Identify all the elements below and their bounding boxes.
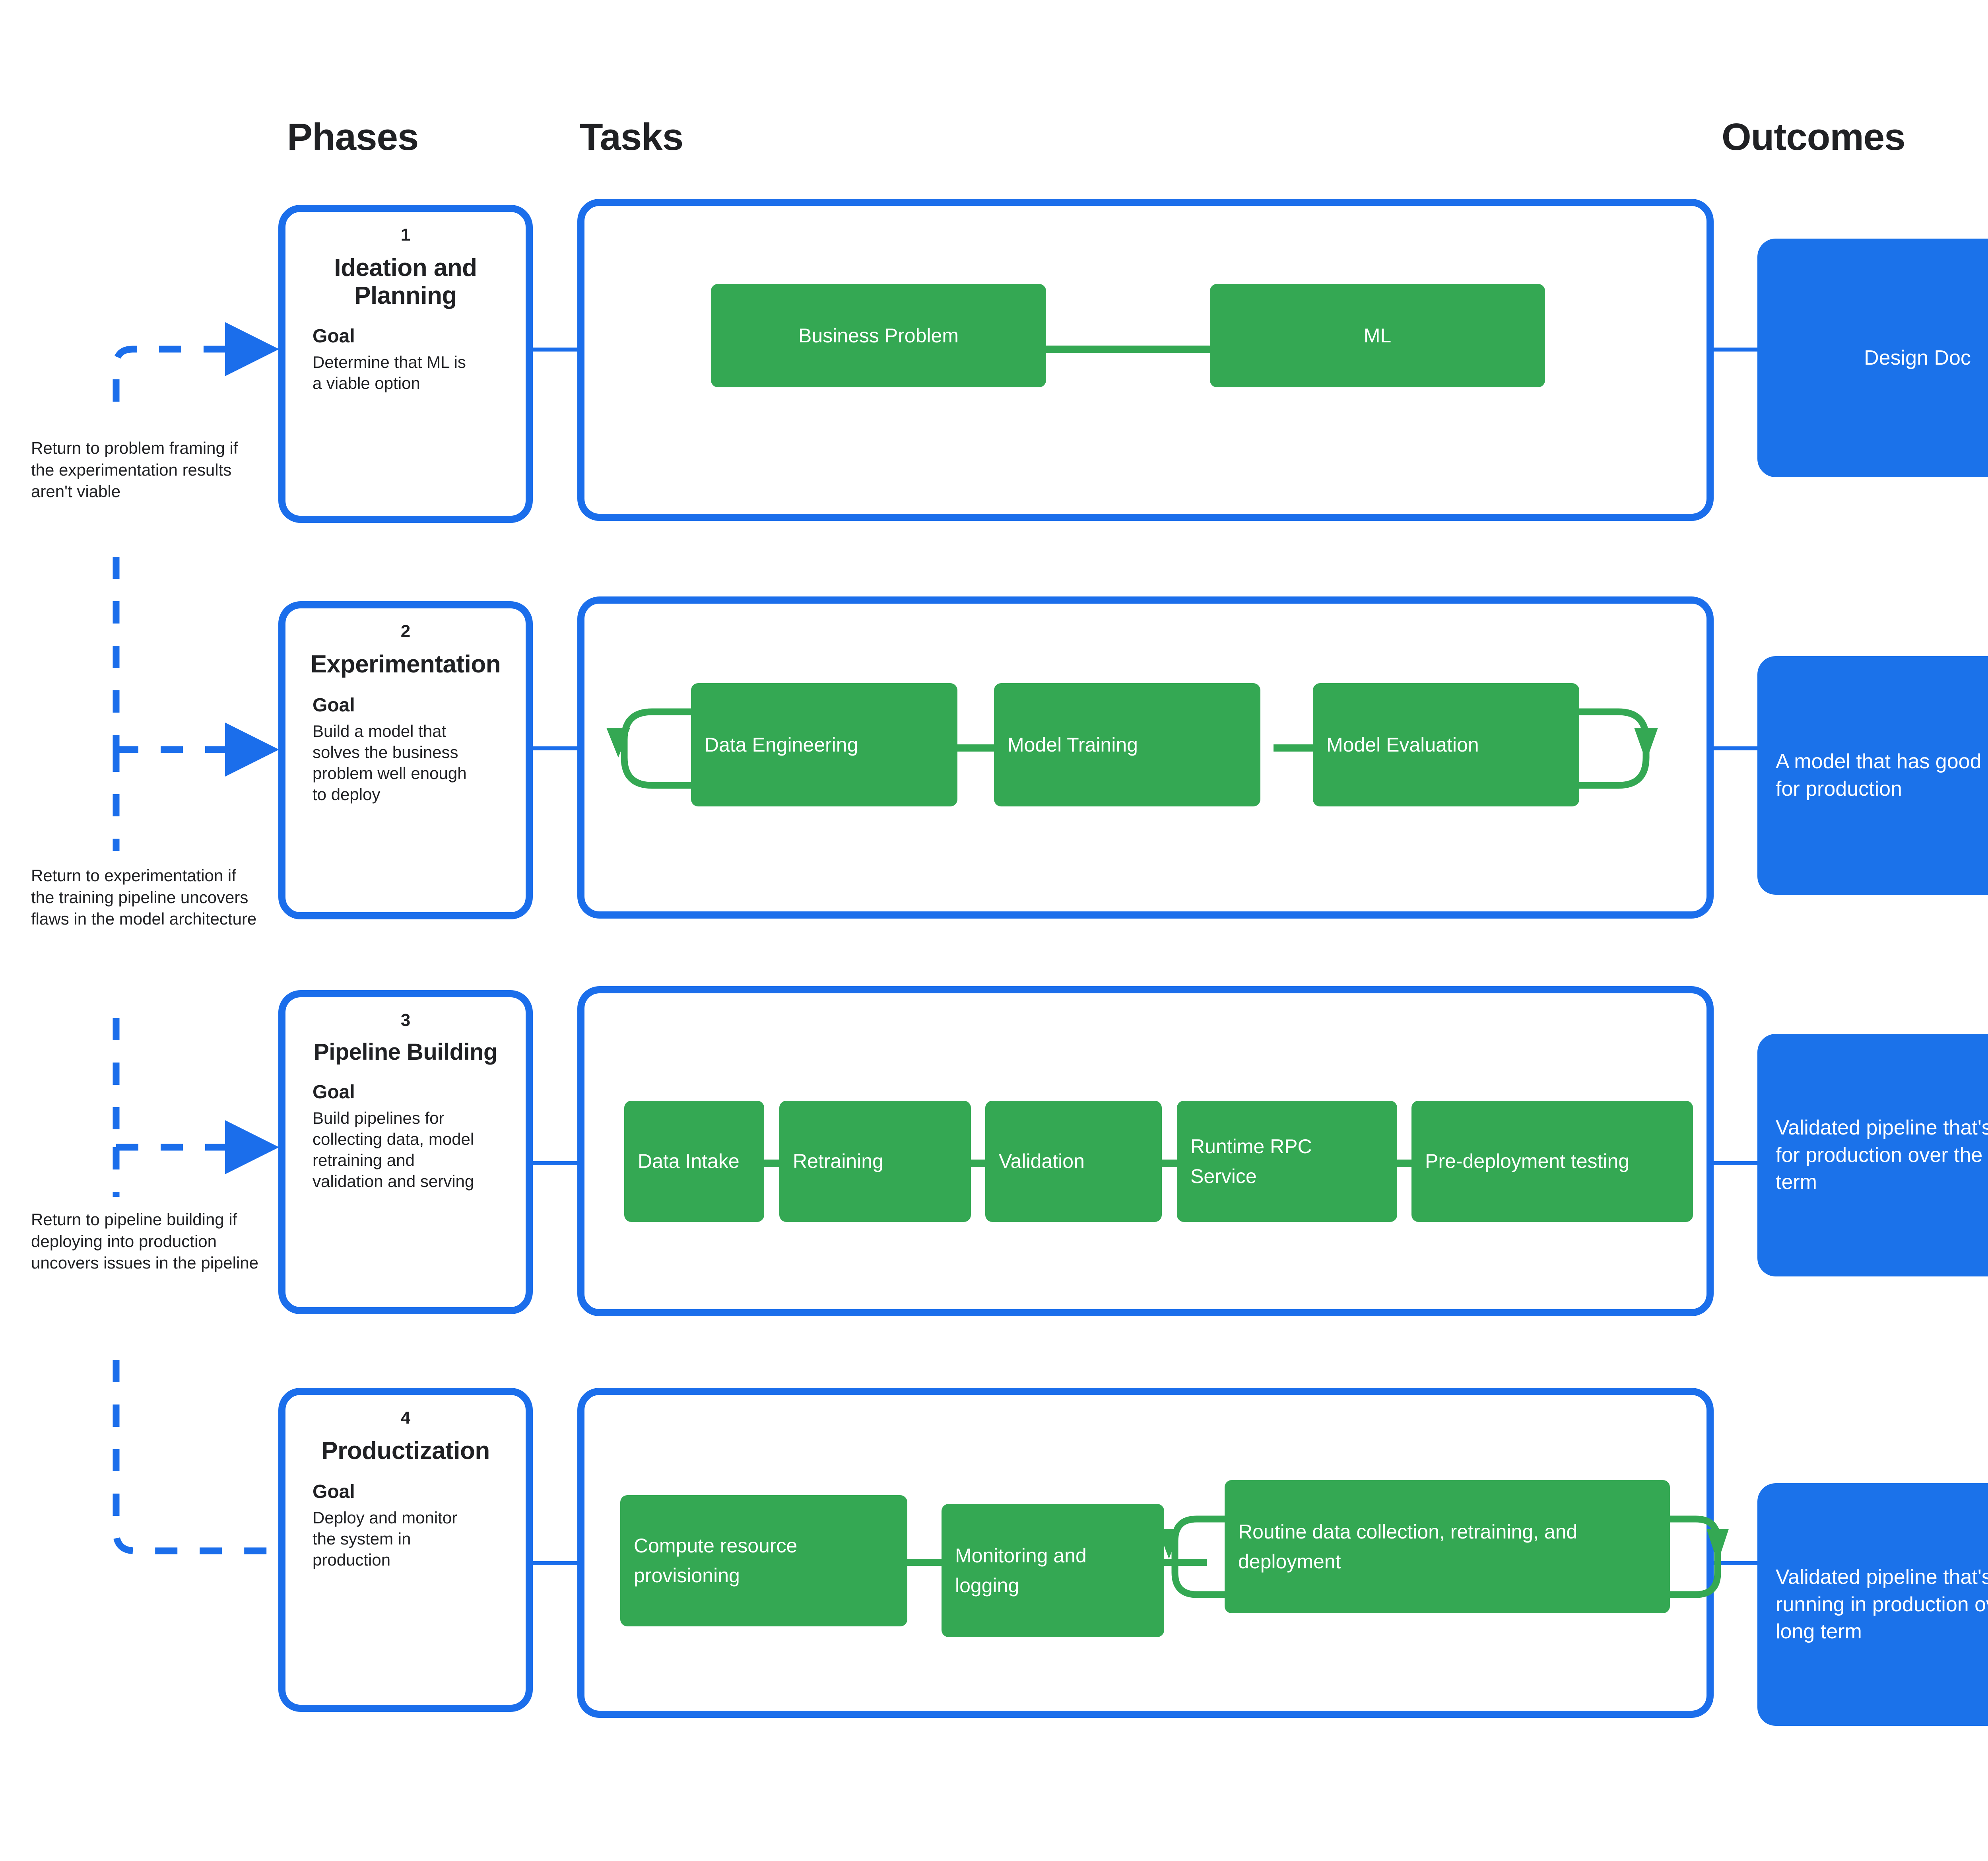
phase-title-3: Pipeline Building <box>314 1039 497 1065</box>
task-label: Data Engineering <box>705 733 858 756</box>
connector-phase3-tasks3 <box>533 1161 580 1165</box>
task-box-model-evaluation[interactable]: Model Evaluation <box>1313 683 1579 806</box>
goal-text-2: Build a model that solves the business p… <box>313 721 467 804</box>
task-label: Model Training <box>1008 733 1138 756</box>
goal-label-3: Goal <box>313 1082 355 1103</box>
column-header-phases: Phases <box>287 116 419 158</box>
connector-task4b-task4c <box>1163 1559 1207 1566</box>
connector-task3d-task3e <box>1396 1160 1412 1167</box>
task-box-compute-resource-provisioning[interactable]: Compute resource provisioning <box>620 1495 907 1626</box>
connector-phase1-tasks1 <box>533 348 580 352</box>
goal-label-1: Goal <box>313 326 355 347</box>
phase-title-4: Productization <box>321 1437 490 1465</box>
outcome-label: Validated pipeline that's running in pro… <box>1776 1566 1988 1643</box>
task-label: Pre-deployment testing <box>1425 1150 1630 1172</box>
task-box-retraining[interactable]: Retraining <box>779 1101 971 1222</box>
feedback-note-left-1: Return to problem framing if the experim… <box>31 439 238 501</box>
column-header-tasks: Tasks <box>580 116 683 158</box>
task-box-model-training[interactable]: Model Training <box>994 683 1260 806</box>
task-box-validation[interactable]: Validation <box>985 1101 1162 1222</box>
feedback-trunk-bottom <box>113 1360 278 1554</box>
connector-task3a-task3b <box>764 1160 780 1167</box>
phase-title-2: Experimentation <box>310 651 501 678</box>
connector-task1a-task1b <box>1038 346 1217 353</box>
feedback-note-left-3: Return to pipeline building if deploying… <box>31 1210 259 1272</box>
goal-text-3: Build pipelines for collecting data, mod… <box>313 1109 474 1191</box>
task-box-routine-data-collection[interactable]: Routine data collection, retraining, and… <box>1225 1480 1670 1613</box>
task-label: Routine data collection, retraining, and… <box>1238 1520 1578 1573</box>
connector-task2a-task2b <box>954 744 996 752</box>
outcome-box-4[interactable]: Validated pipeline that's running in pro… <box>1757 1483 1988 1726</box>
phase-number-4: 4 <box>400 1408 411 1428</box>
outcome-box-2[interactable]: A model that has good quality for produc… <box>1757 656 1988 895</box>
task-label: Data Intake <box>638 1150 740 1172</box>
phase-title-1: Ideation and Planning <box>334 254 477 309</box>
task-label: Retraining <box>793 1150 883 1172</box>
connector-tasks2-outcome2 <box>1710 746 1761 750</box>
goal-text-4: Deploy and monitor the system in product… <box>313 1508 458 1569</box>
goal-label-4: Goal <box>313 1481 355 1502</box>
connector-phase4-tasks4 <box>533 1561 580 1565</box>
connector-tasks4-outcome4 <box>1710 1561 1761 1565</box>
phase-card-2[interactable]: 2 Experimentation Goal Build a model tha… <box>278 601 533 919</box>
task-label: Runtime RPC Service <box>1190 1135 1312 1187</box>
connector-phase2-tasks2 <box>533 746 580 750</box>
phase-card-1[interactable]: 1 Ideation and Planning Goal Determine t… <box>278 205 533 523</box>
phase-number-2: 2 <box>400 622 411 641</box>
task-label: ML <box>1363 324 1392 347</box>
task-label: Monitoring and logging <box>955 1544 1087 1597</box>
task-label: Model Evaluation <box>1326 733 1479 756</box>
outcome-box-1[interactable]: Design Doc <box>1757 239 1988 477</box>
task-box-business-problem[interactable]: Business Problem <box>711 284 1046 387</box>
goal-text-1: Determine that ML is a viable option <box>313 353 466 393</box>
task-label: Validation <box>999 1150 1085 1172</box>
connector-task4a-task4b <box>903 1559 945 1566</box>
outcome-box-3[interactable]: Validated pipeline that's ready for prod… <box>1757 1034 1988 1276</box>
connector-tasks1-outcome1 <box>1710 348 1761 352</box>
phase-card-3[interactable]: 3 Pipeline Building Goal Build pipelines… <box>278 990 533 1314</box>
task-box-ml[interactable]: ML <box>1210 284 1545 387</box>
task-box-runtime-rpc-service[interactable]: Runtime RPC Service <box>1177 1101 1397 1222</box>
phase-number-3: 3 <box>400 1010 411 1030</box>
task-box-monitoring-and-logging[interactable]: Monitoring and logging <box>942 1504 1164 1637</box>
outcome-label: Validated pipeline that's ready for prod… <box>1776 1116 1988 1194</box>
feedback-note-left-2: Return to experimentation if the trainin… <box>31 866 257 929</box>
task-label: Compute resource provisioning <box>634 1535 798 1587</box>
task-box-data-intake[interactable]: Data Intake <box>624 1101 764 1222</box>
column-header-outcomes: Outcomes <box>1722 116 1905 158</box>
task-label: Business Problem <box>798 324 959 347</box>
outcome-label: A model that has good quality for produc… <box>1776 750 1988 800</box>
phase-card-4[interactable]: 4 Productization Goal Deploy and monitor… <box>278 1388 533 1712</box>
outcome-label: Design Doc <box>1864 346 1971 369</box>
feedback-arrow-to-phase-1 <box>113 322 279 402</box>
connector-tasks3-outcome3 <box>1710 1161 1761 1165</box>
connector-task3c-task3d <box>1161 1160 1177 1167</box>
task-box-pre-deployment-testing[interactable]: Pre-deployment testing <box>1411 1101 1693 1222</box>
task-box-data-engineering[interactable]: Data Engineering <box>691 683 957 806</box>
connector-task3b-task3c <box>970 1160 986 1167</box>
goal-label-2: Goal <box>313 694 355 716</box>
phase-number-1: 1 <box>400 225 411 245</box>
connector-task2b-task2c <box>1274 744 1315 752</box>
